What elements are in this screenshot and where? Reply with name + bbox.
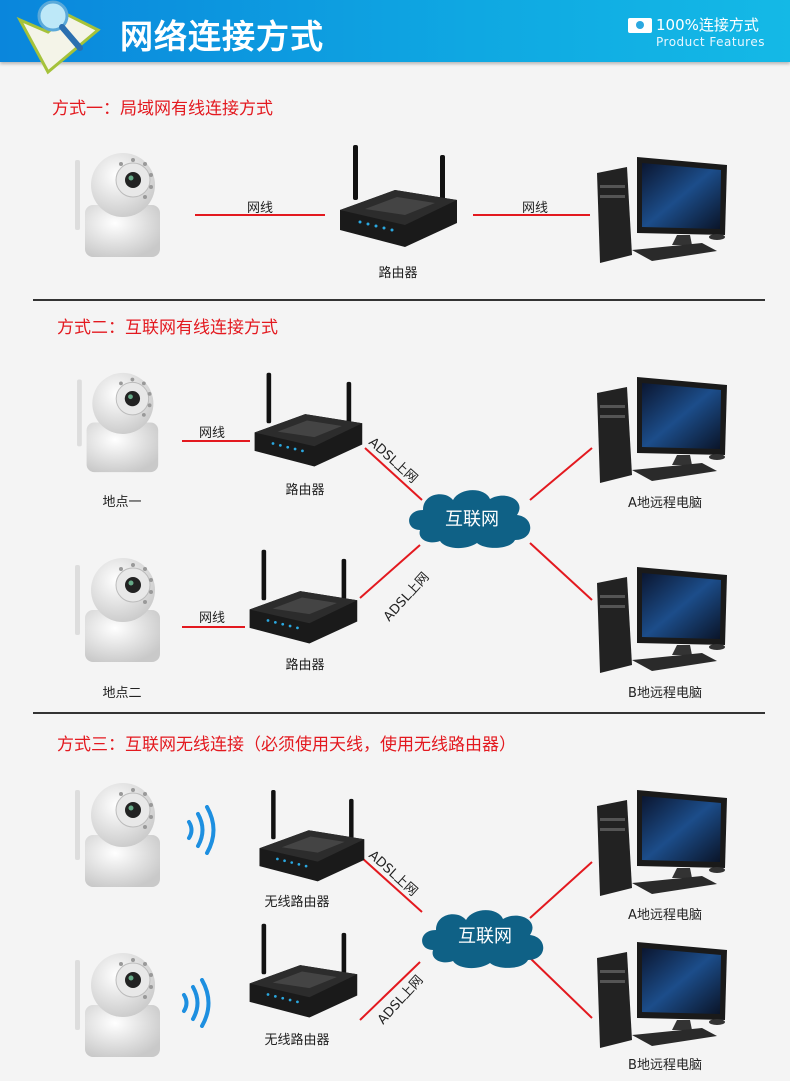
site1-label: 地点一 [102,495,142,510]
computer-icon [592,940,732,1050]
divider [33,712,765,714]
pc-a-label: A地远程电脑 [628,496,702,511]
cable-label: 网线 [521,201,549,216]
site2-label: 地点二 [102,686,142,701]
internet-line [529,542,593,601]
page-title: 网络连接方式 [120,17,324,56]
method3-heading: 方式三：互联网无线连接（必须使用天线，使用无线路由器） [57,735,516,755]
header-subtitle: 100%连接方式 [656,16,759,34]
book-magnifier-logo-icon [16,0,101,75]
router-icon [245,548,360,648]
router-label: 路由器 [378,266,418,281]
router-label: 无线路由器 [264,895,330,910]
computer-icon [592,788,732,898]
ip-camera-icon [75,950,165,1060]
method1-heading: 方式一：局域网有线连接方式 [52,99,273,119]
router-label: 路由器 [285,483,325,498]
ip-camera-icon [75,555,165,665]
adsl-label: ADSL上网 [365,847,421,900]
cloud-label: 互联网 [458,926,512,947]
ip-camera-icon [75,150,165,260]
router-label: 路由器 [285,658,325,673]
router-label: 无线路由器 [264,1033,330,1048]
cable-label: 网线 [246,201,274,216]
divider [33,299,765,301]
header-subtitle-en: Product Features [656,35,765,49]
pc-b-label: B地远程电脑 [628,686,702,701]
computer-icon [592,565,732,675]
pc-a-label: A地远程电脑 [628,908,702,923]
computer-icon [592,155,732,265]
wireless-router-icon [255,788,367,886]
router-icon [250,372,365,470]
wireless-signal-icon [178,978,218,1028]
method2-heading: 方式二：互联网有线连接方式 [57,318,278,338]
cloud-label: 互联网 [445,509,499,530]
header-banner [0,0,790,62]
router-icon [335,145,460,250]
camera-icon [628,18,652,33]
wireless-signal-icon [183,805,223,855]
wireless-router-icon [245,922,360,1022]
adsl-label: ADSL上网 [365,434,421,487]
computer-icon [592,375,732,485]
ip-camera-icon [75,780,165,890]
internet-line [529,447,593,501]
ip-camera-icon [75,370,165,475]
adsl-label: ADSL上网 [374,972,427,1028]
cable-label: 网线 [198,426,226,441]
adsl-label: ADSL上网 [380,569,433,625]
pc-b-label: B地远程电脑 [628,1058,702,1073]
cable-label: 网线 [198,611,226,626]
